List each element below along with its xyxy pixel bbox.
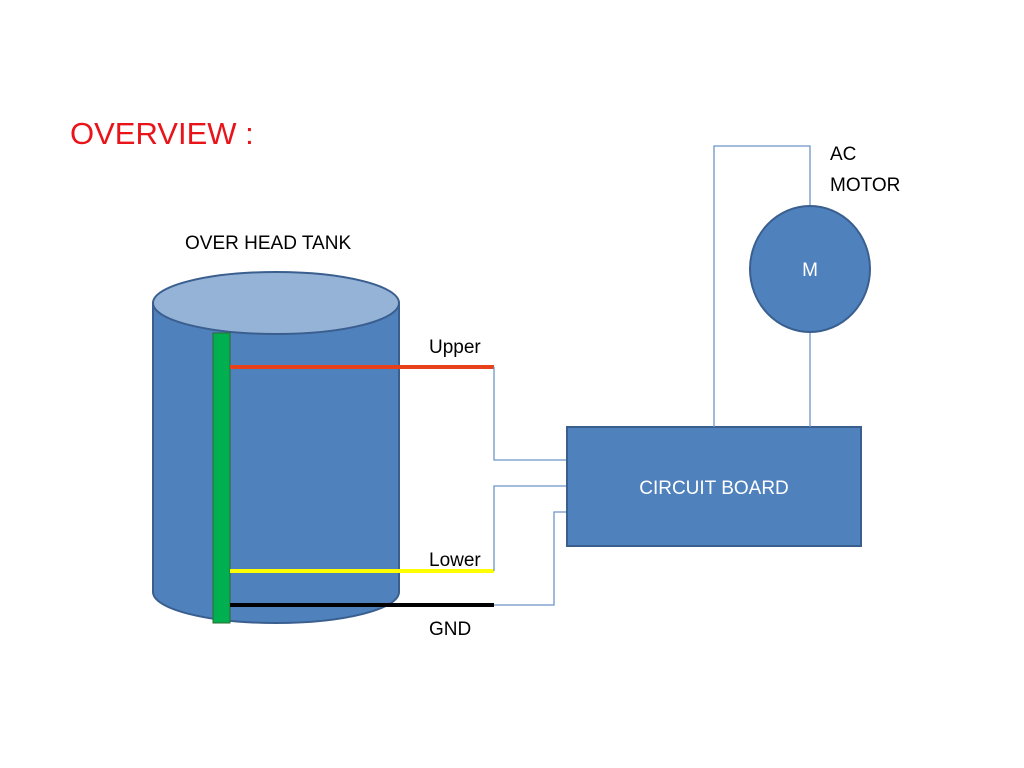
upper-connector <box>493 367 568 461</box>
ac-motor <box>749 205 871 333</box>
circuit-board-label: CIRCUIT BOARD <box>639 478 789 499</box>
circuit-board <box>566 426 862 547</box>
tank-label: OVER HEAD TANK <box>185 233 351 254</box>
upper-label: Upper <box>429 337 481 358</box>
motor-feed-connector <box>713 145 811 427</box>
tank-body <box>152 302 400 624</box>
gnd-label: GND <box>429 619 471 640</box>
tank-top <box>152 271 400 335</box>
slide-title: OVERVIEW : <box>70 116 254 151</box>
overhead-tank <box>152 271 400 624</box>
motor-symbol: M <box>802 260 818 281</box>
sensor-probe <box>212 332 231 624</box>
gnd-connector <box>494 511 568 606</box>
lower-label: Lower <box>429 550 481 571</box>
motor-label-line2: MOTOR <box>830 175 900 196</box>
lower-connector <box>493 485 568 571</box>
motor-label-line1: AC <box>830 144 856 165</box>
